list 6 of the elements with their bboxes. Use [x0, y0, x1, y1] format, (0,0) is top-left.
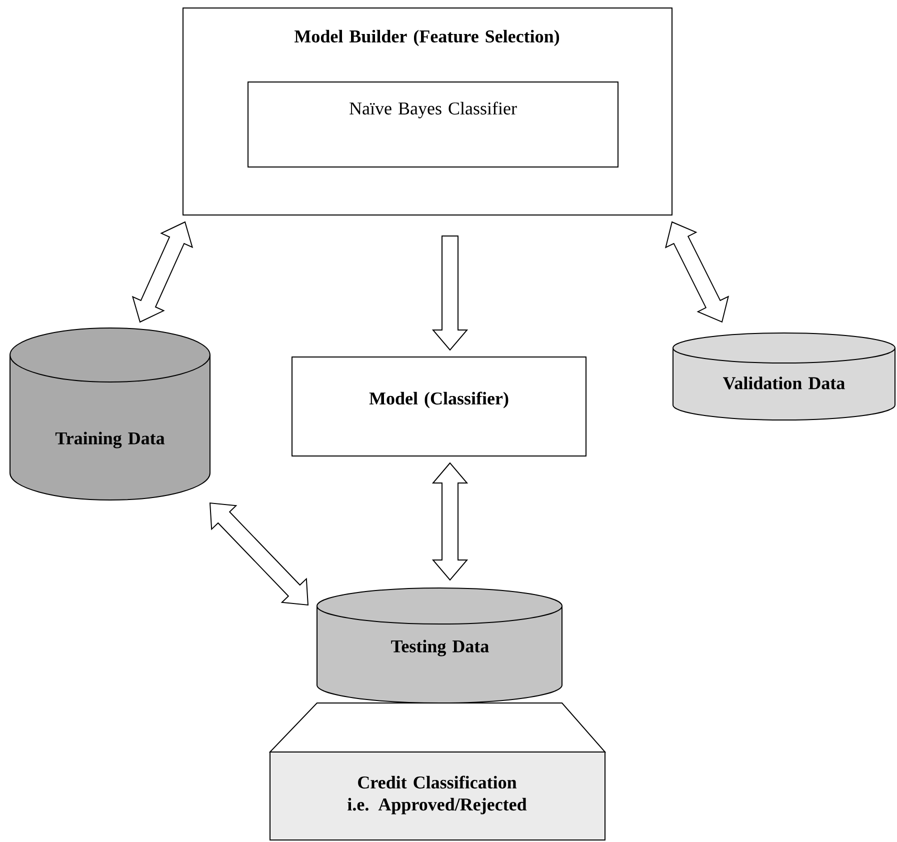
block-arrow [432, 236, 468, 351]
process-box: Model (Classifier) [292, 356, 586, 456]
database-cylinder: Testing Data [316, 588, 562, 704]
process-box: Naïve Bayes Classifier [248, 82, 618, 168]
database-cylinder: Training Data [10, 328, 210, 500]
database-cylinder: Validation Data [672, 332, 896, 420]
